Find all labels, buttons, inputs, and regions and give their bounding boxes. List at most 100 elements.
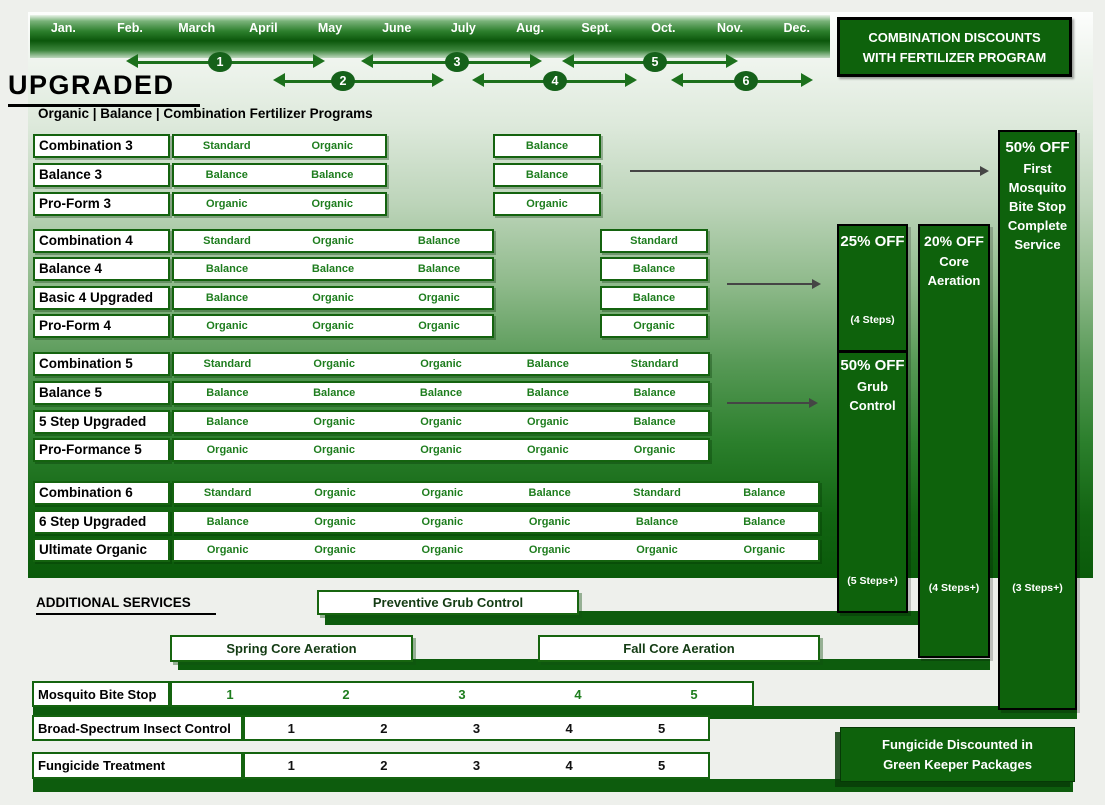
program-label: Balance 5 bbox=[33, 381, 170, 405]
banner-line1: COMBINATION DISCOUNTS bbox=[868, 29, 1041, 45]
service-number: 3 bbox=[472, 758, 481, 773]
month-label: Sept. bbox=[581, 21, 612, 35]
program-cell: Balance bbox=[205, 292, 249, 304]
program-cell: Balance bbox=[526, 387, 569, 399]
discount-line: Grub bbox=[856, 379, 889, 394]
program-cell: Organic bbox=[420, 358, 462, 370]
discount-line: Service bbox=[1014, 237, 1061, 252]
program-extra-cell: Balance bbox=[493, 134, 601, 158]
program-cell: Organic bbox=[205, 198, 248, 210]
program-cell: Organic bbox=[528, 516, 571, 528]
discount-line: Complete bbox=[1007, 218, 1068, 233]
program-cell: Organic bbox=[527, 444, 569, 456]
service-label: Fungicide Treatment bbox=[32, 752, 243, 779]
service-number: 4 bbox=[565, 720, 573, 736]
program-cell: Organic bbox=[743, 544, 786, 556]
month-label: Feb. bbox=[117, 21, 143, 35]
discount-line: Aeration bbox=[927, 273, 981, 288]
timeline-arrow: 1 bbox=[126, 52, 325, 72]
timeline-arrow: 3 bbox=[361, 52, 542, 72]
program-label: Combination 6 bbox=[33, 481, 170, 505]
program-label: Combination 3 bbox=[33, 134, 170, 158]
program-cell: Organic bbox=[206, 544, 249, 556]
arrow-right-head-icon bbox=[625, 73, 637, 87]
service-number: 5 bbox=[658, 758, 666, 773]
column-divider bbox=[837, 350, 908, 353]
service-number: 5 bbox=[658, 720, 666, 736]
connector-arrow-3step bbox=[630, 166, 989, 176]
arrow-right-head-icon bbox=[801, 73, 813, 87]
fungicide-note-line2: Green Keeper Packages bbox=[883, 757, 1032, 772]
program-cell: Balance bbox=[417, 235, 461, 247]
discount-aeration-title: 20% OFF bbox=[924, 233, 984, 249]
program-cell: Organic bbox=[314, 487, 356, 499]
arrow-left-head-icon bbox=[671, 73, 683, 87]
program-cell: Balance bbox=[206, 516, 249, 528]
program-cell: Organic bbox=[313, 358, 355, 370]
program-cell: Organic bbox=[421, 544, 464, 556]
arrow-left-head-icon bbox=[361, 54, 373, 68]
discount-line: First bbox=[1023, 161, 1052, 176]
timeline-arrow: 4 bbox=[472, 71, 637, 91]
month-label: Oct. bbox=[651, 21, 676, 35]
arrow-step-badge: 3 bbox=[445, 52, 469, 72]
program-label: 6 Step Upgraded bbox=[33, 510, 170, 534]
program-cell: Balance bbox=[205, 169, 248, 181]
program-cell: Organic bbox=[420, 444, 462, 456]
discount-25-off-section: 25% OFF (4 Steps) bbox=[839, 226, 906, 350]
program-cell: Balance bbox=[206, 416, 249, 428]
program-extra-cell: Organic bbox=[493, 192, 601, 216]
service-number: 1 bbox=[287, 720, 295, 736]
program-label: Pro-Form 3 bbox=[33, 192, 170, 216]
month-label: March bbox=[178, 21, 216, 35]
program-label: Basic 4 Upgraded bbox=[33, 286, 170, 310]
arrow-left-head-icon bbox=[273, 73, 285, 87]
program-cell: Balance bbox=[313, 387, 356, 399]
program-label: Balance 4 bbox=[33, 257, 170, 281]
program-extra-cell: Balance bbox=[493, 163, 601, 187]
timeline-arrow: 2 bbox=[273, 71, 444, 91]
service-number: 3 bbox=[472, 720, 481, 736]
program-cell: Organic bbox=[633, 444, 676, 456]
program-cell: Organic bbox=[418, 320, 460, 332]
arrow-left-head-icon bbox=[562, 54, 574, 68]
program-extra-cell: Standard bbox=[600, 229, 708, 253]
program-cell: Organic bbox=[314, 516, 356, 528]
program-cell: Balance bbox=[419, 387, 463, 399]
service-number: 3 bbox=[458, 686, 466, 702]
program-cell: Organic bbox=[418, 292, 460, 304]
additional-services-heading: ADDITIONAL SERVICES bbox=[36, 595, 216, 615]
program-cell: Organic bbox=[421, 487, 464, 499]
service-number: 2 bbox=[342, 686, 350, 702]
program-cell: Organic bbox=[313, 416, 355, 428]
program-cell: Organic bbox=[206, 320, 248, 332]
program-cell: Standard bbox=[203, 487, 252, 499]
program-cell: Balance bbox=[205, 263, 249, 275]
preventive-grub-box: Preventive Grub Control bbox=[317, 590, 579, 615]
program-cell: Organic bbox=[312, 292, 354, 304]
program-cell: Balance bbox=[633, 416, 676, 428]
connector-arrow-4step bbox=[727, 279, 821, 289]
program-cell: Standard bbox=[202, 140, 251, 152]
month-label: Nov. bbox=[716, 21, 744, 35]
month-label: June bbox=[382, 21, 412, 35]
program-cell: Balance bbox=[311, 263, 355, 275]
arrow-step-badge: 1 bbox=[208, 52, 232, 72]
arrow-step-badge: 2 bbox=[331, 71, 355, 91]
program-cell: Balance bbox=[633, 387, 676, 399]
program-cell: Organic bbox=[313, 444, 355, 456]
connector-arrow-5step bbox=[727, 398, 818, 408]
arrow-left-head-icon bbox=[472, 73, 484, 87]
steps-note: (4 Steps+) bbox=[928, 582, 980, 594]
steps-note: (4 Steps) bbox=[850, 314, 895, 326]
